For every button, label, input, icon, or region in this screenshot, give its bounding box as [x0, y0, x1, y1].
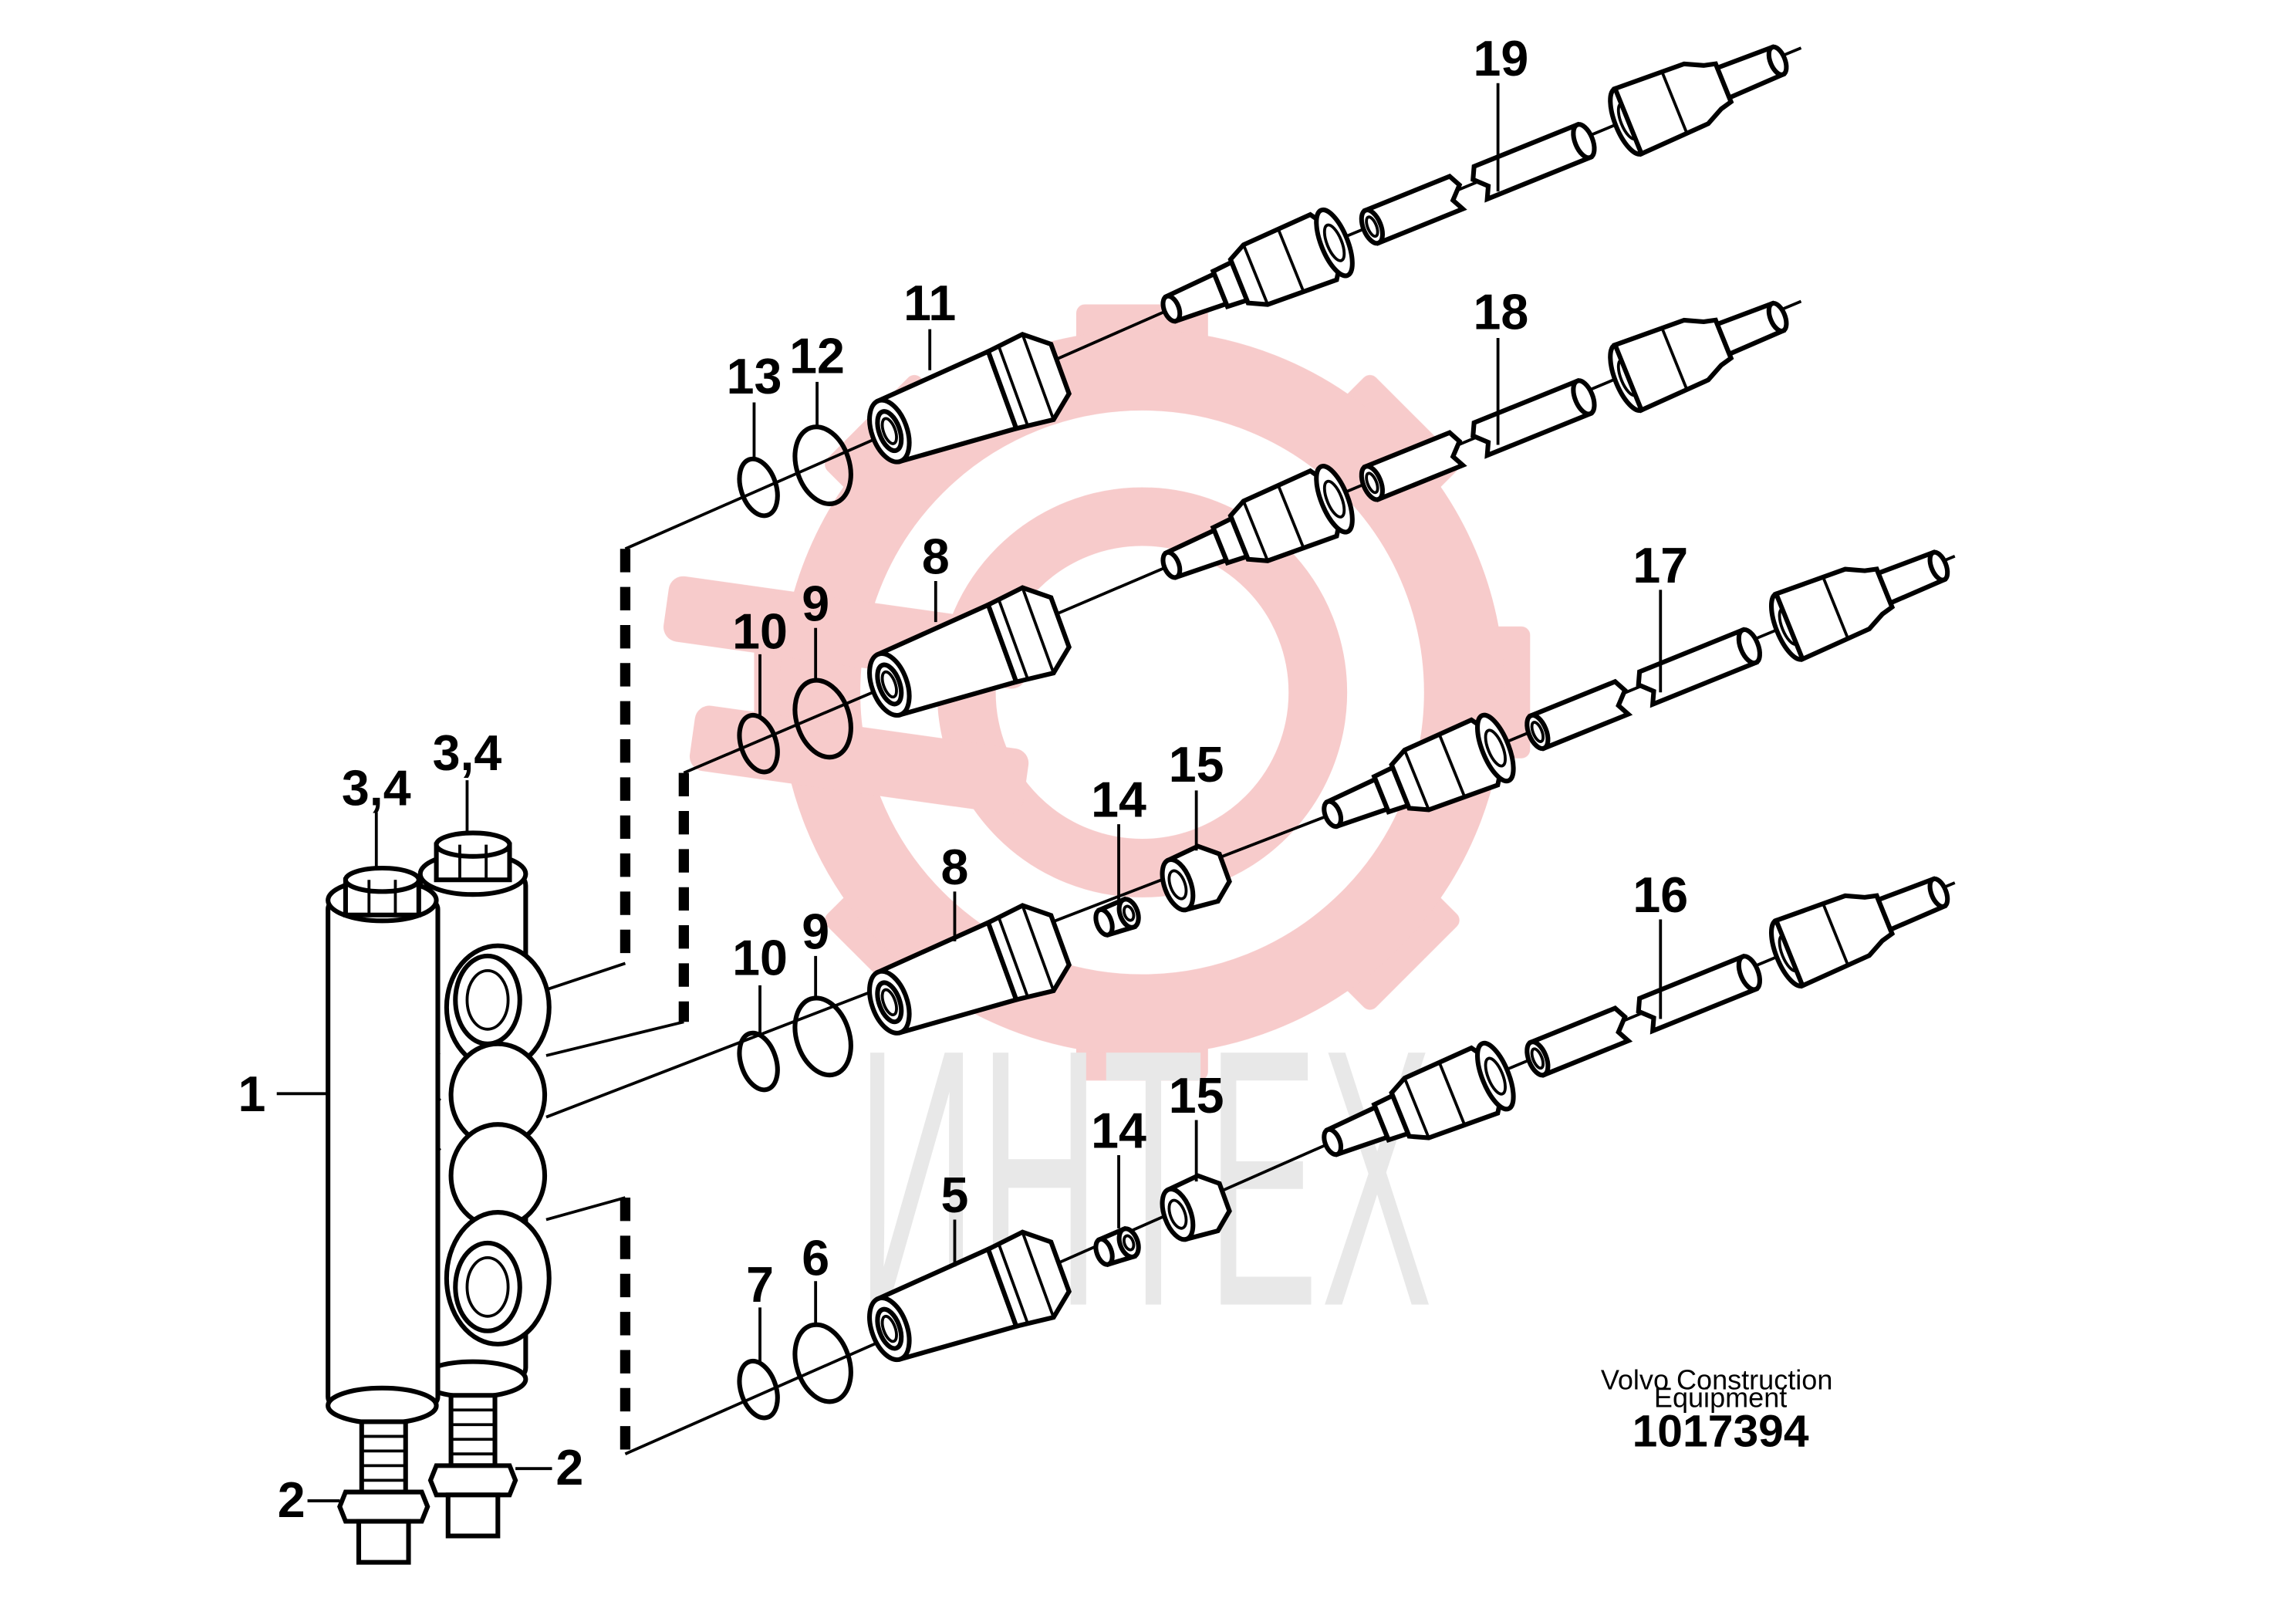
- hose-19: [1357, 121, 1599, 246]
- hose-16: [1523, 953, 1764, 1078]
- callout-3-4-right: 3,4: [433, 725, 502, 781]
- hose-end-17b: [1764, 531, 1958, 664]
- hose-17: [1523, 627, 1764, 752]
- oring-7: [733, 1357, 785, 1423]
- callout-12: 12: [789, 329, 845, 384]
- callout-8-lower: 8: [941, 840, 969, 895]
- callout-19: 19: [1474, 31, 1529, 86]
- callout-14-upper: 14: [1091, 772, 1146, 828]
- callout-2-left: 2: [278, 1472, 306, 1528]
- publisher-line: Volvo Construction: [1601, 1364, 1833, 1396]
- dashed-guide-lines: [545, 549, 689, 1455]
- callout-10-upper: 10: [732, 603, 788, 659]
- figure-caption: Volvo Construction Equipment 1017394: [1601, 1364, 1841, 1457]
- hose-end-18b: [1603, 282, 1798, 415]
- plug-right: [434, 830, 512, 883]
- callout-1: 1: [238, 1066, 266, 1122]
- nipple-left: [337, 1419, 430, 1565]
- oring-9b: [785, 991, 860, 1083]
- callouts: 1 2 2 3,4 3,4 13 12 11 10 9 8 10 9 8 14 …: [238, 31, 1689, 1528]
- callout-16: 16: [1633, 867, 1688, 923]
- document-number: 1017394: [1633, 1407, 1809, 1457]
- publisher-line-2: Equipment: [1654, 1381, 1787, 1413]
- callout-3-4-left: 3,4: [342, 760, 411, 816]
- callout-14-lower: 14: [1091, 1103, 1146, 1159]
- callout-6: 6: [802, 1231, 829, 1286]
- hose-end-16b: [1764, 857, 1958, 991]
- publisher-caption: Volvo Construction Equipment: [1601, 1364, 1841, 1414]
- leader-lines: [276, 83, 1663, 1502]
- row-top-parts: [733, 25, 1798, 521]
- callout-13: 13: [727, 349, 782, 404]
- callout-15-lower: 15: [1169, 1068, 1224, 1124]
- callout-18: 18: [1474, 285, 1529, 340]
- callout-17: 17: [1633, 538, 1688, 593]
- oring-13: [733, 454, 785, 520]
- oring-10b: [733, 1028, 785, 1094]
- callout-7: 7: [746, 1257, 774, 1313]
- callout-9-lower: 9: [802, 904, 829, 959]
- callout-5: 5: [941, 1168, 969, 1223]
- callout-8-upper: 8: [922, 529, 950, 585]
- callout-15-upper: 15: [1169, 737, 1224, 792]
- plug-left: [343, 865, 421, 917]
- callout-11: 11: [903, 275, 956, 331]
- manifold-block: [326, 851, 552, 1426]
- callout-9-upper: 9: [802, 576, 829, 631]
- callout-2-right: 2: [555, 1440, 583, 1495]
- nipple-right: [427, 1393, 518, 1539]
- callout-10-lower: 10: [732, 931, 788, 986]
- hose-end-19b: [1603, 25, 1798, 159]
- watermark-logo: ИНТЕХ: [663, 304, 1531, 1383]
- oring-6: [785, 1317, 860, 1409]
